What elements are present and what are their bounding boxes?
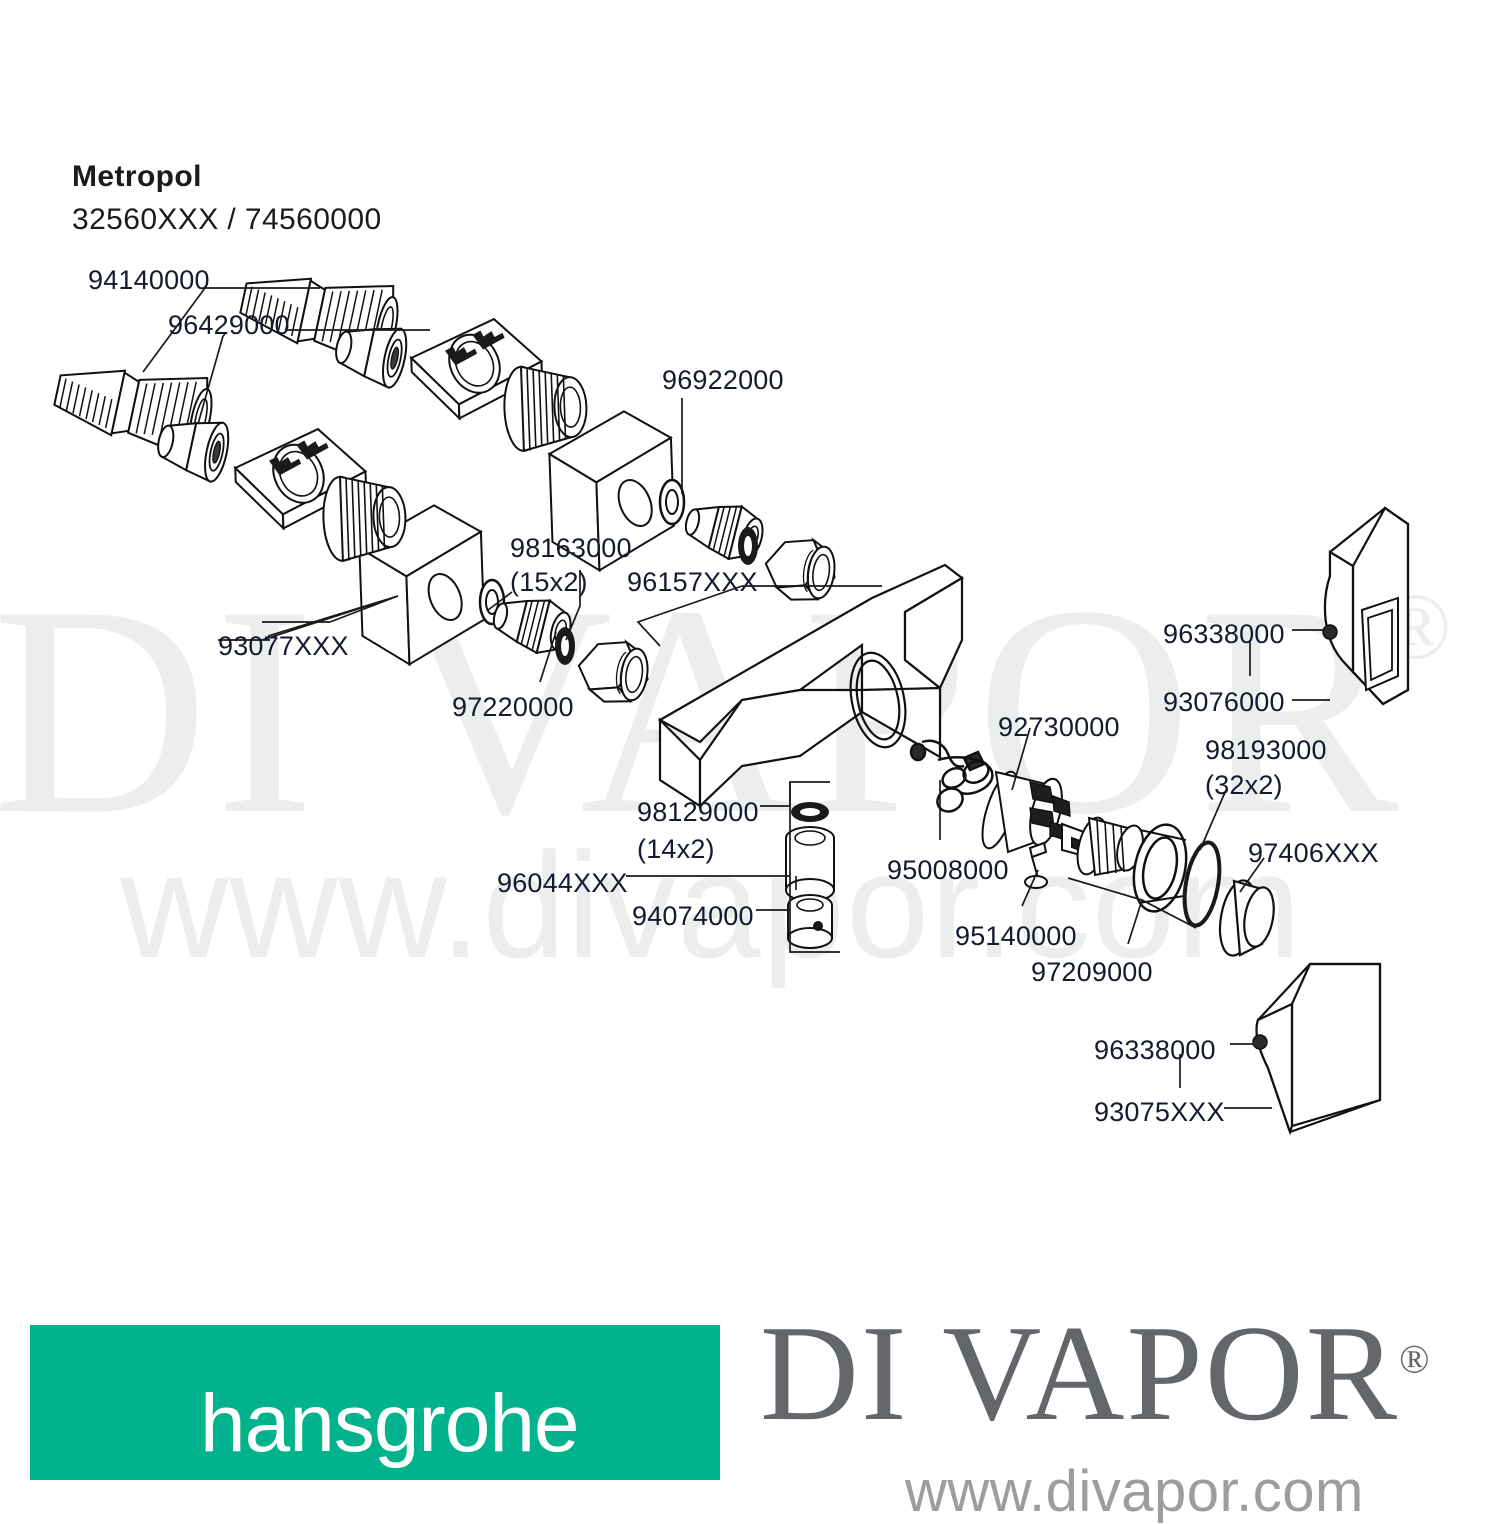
part-label-96429000[interactable]: 96429000 [168,310,290,340]
part-label-98129000-size: (14x2) [637,834,715,864]
part-label-96044XXX[interactable]: 96044XXX [497,868,628,898]
part-label-93077XXX[interactable]: 93077XXX [218,631,349,661]
part-label-98193000[interactable]: 98193000 [1205,735,1327,765]
part-label-98193000-size: (32x2) [1205,770,1283,800]
divapor-wordmark: DI VAPOR [760,1297,1400,1449]
part-label-96157XXX[interactable]: 96157XXX [627,567,758,597]
part-label-94074000[interactable]: 94074000 [632,901,754,931]
part-label-95140000[interactable]: 95140000 [955,921,1077,951]
part-label-92730000[interactable]: 92730000 [998,712,1120,742]
divapor-logo-text: DI VAPOR® [760,1305,1429,1442]
page-title: Metropol [72,160,202,193]
part-label-96338000-top[interactable]: 96338000 [1163,619,1285,649]
part-label-96338000-bottom[interactable]: 96338000 [1094,1035,1216,1065]
part-label-96922000[interactable]: 96922000 [662,365,784,395]
footer-brand-bar: hansgrohe DI VAPOR® www.divapor.com [0,1295,1500,1521]
hansgrohe-logo-box: hansgrohe [30,1325,720,1480]
part-label-93075XXX[interactable]: 93075XXX [1094,1097,1225,1127]
part-label-95008000[interactable]: 95008000 [887,855,1009,885]
part-label-98163000-size: (15x2) [510,567,588,597]
part-label-98129000[interactable]: 98129000 [637,797,759,827]
part-label-98163000[interactable]: 98163000 [510,533,632,563]
registered-trademark-icon: ® [1399,1336,1430,1382]
part-label-97209000[interactable]: 97209000 [1031,957,1153,987]
part-label-97406XXX[interactable]: 97406XXX [1248,838,1379,868]
divapor-website-url: www.divapor.com [905,1459,1364,1524]
hansgrohe-logo-text: hansgrohe [200,1378,580,1469]
part-label-93076000[interactable]: 93076000 [1163,687,1285,717]
model-number-label: 32560XXX / 74560000 [72,203,382,236]
part-label-97220000[interactable]: 97220000 [452,692,574,722]
part-label-94140000[interactable]: 94140000 [88,265,210,295]
